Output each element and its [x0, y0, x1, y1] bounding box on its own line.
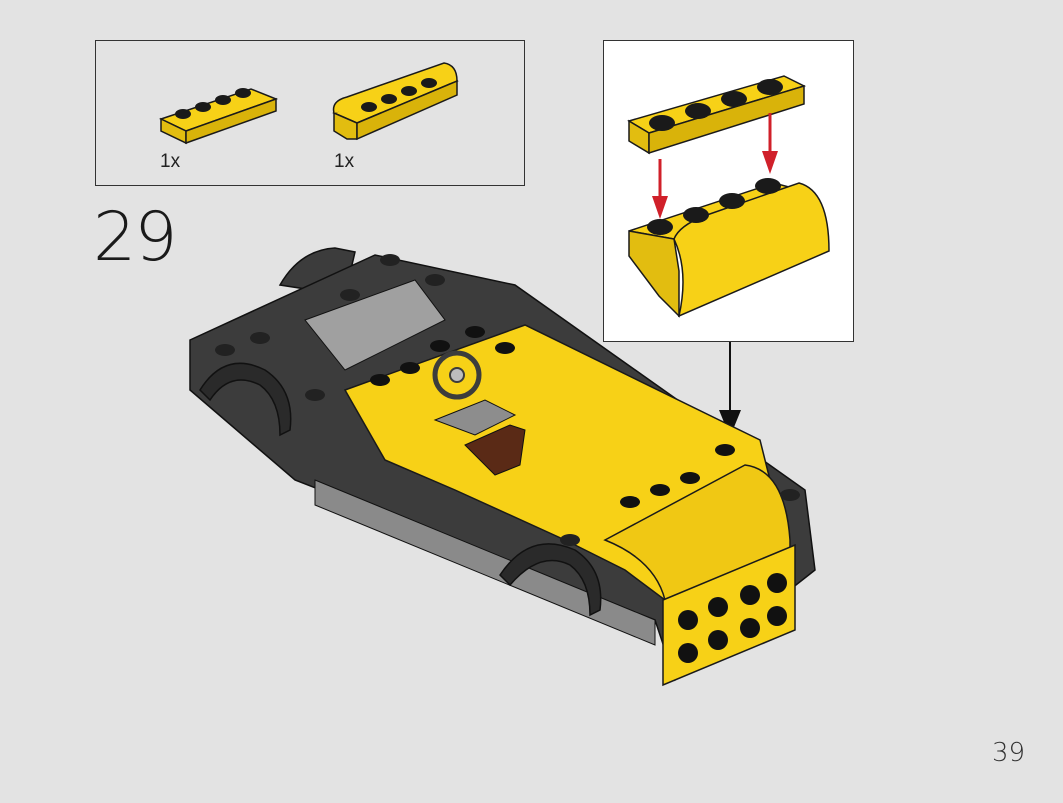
car-model-illustration: [189, 247, 816, 687]
page-number: 39: [992, 738, 1026, 768]
sub-assembly-illustration: [627, 75, 830, 318]
red-arrow-icon: [652, 113, 778, 219]
step-number: 29: [93, 198, 178, 277]
black-arrow-icon: [719, 342, 741, 437]
part-2-quantity: 1x: [334, 151, 355, 172]
sub-assembly-box: [603, 40, 854, 342]
yellow-curved-slope-1x4-icon: [332, 62, 459, 141]
parts-list-box: 1x 1x: [95, 40, 525, 186]
part-1-quantity: 1x: [160, 151, 181, 172]
yellow-plate-1x4-icon: [159, 88, 279, 145]
